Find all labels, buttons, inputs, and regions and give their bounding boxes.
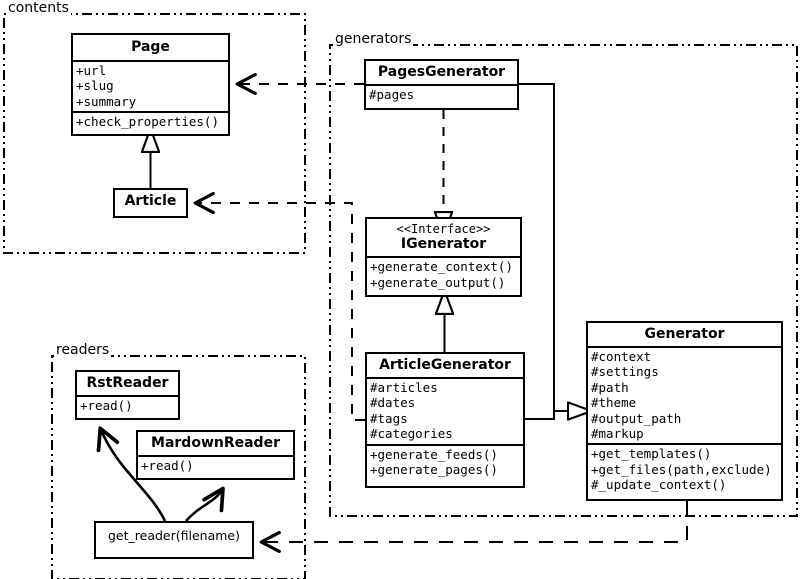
operation-row: +generate_output() <box>370 274 506 290</box>
class-title-article-generator: ArticleGenerator <box>379 357 511 373</box>
dependency-line-generator-get-reader <box>259 501 688 553</box>
operation-row: #_update_context() <box>591 477 727 493</box>
generalization-line-articlegenerator-generator <box>525 410 568 420</box>
operation-row: +read() <box>141 458 194 474</box>
class-title-page: Page <box>131 39 170 55</box>
class-box-rst-reader[interactable]: RstReader +read() <box>75 370 180 420</box>
class-title-igenerator: <<Interface>> IGenerator <box>367 219 520 256</box>
class-title-generator: Generator <box>644 326 725 342</box>
package-boundary-generators <box>329 44 798 517</box>
attribute-row: #tags <box>370 410 408 426</box>
class-title-mardown-reader: MardownReader <box>151 435 280 451</box>
dependency-line-articlegenerator-article <box>193 192 365 421</box>
package-label-readers: readers <box>54 342 112 358</box>
attribute-row: #settings <box>591 364 659 380</box>
attribute-row: #markup <box>591 425 644 441</box>
class-box-pages-generator[interactable]: PagesGenerator #pages <box>364 59 519 110</box>
attribute-row: +summary <box>76 93 137 109</box>
operation-row: +read() <box>80 398 133 414</box>
relation-pagesgenerator-extends-generator <box>519 83 568 411</box>
class-operations-mardown-reader: +read() <box>138 455 293 475</box>
class-attributes-pages-generator: #pages <box>366 84 517 104</box>
class-title-article: Article <box>124 193 177 209</box>
attribute-row: #pages <box>369 87 415 103</box>
function-box-get-reader[interactable]: get_reader(filename) <box>94 521 254 559</box>
relation-get-reader-returns-mardownreader <box>185 486 225 522</box>
operation-row: +generate_pages() <box>370 461 498 477</box>
package-boundary-readers <box>51 355 306 579</box>
class-operations-igenerator: +generate_context() +generate_output() <box>367 256 520 292</box>
generalization-line-pagesgenerator-generator <box>519 83 568 411</box>
package-label-contents: contents <box>6 0 71 16</box>
class-box-article[interactable]: Article <box>113 188 188 218</box>
class-title-pages-generator: PagesGenerator <box>377 64 506 80</box>
attribute-row: #context <box>591 349 652 365</box>
class-operations-rst-reader: +read() <box>77 395 178 415</box>
attribute-row: +url <box>76 63 107 79</box>
class-box-page[interactable]: Page +url +slug +summary +check_properti… <box>71 33 230 136</box>
class-stereotype-igenerator: <<Interface>> <box>396 222 491 236</box>
class-operations-article-generator: +generate_feeds() +generate_pages() <box>367 443 523 480</box>
association-curve-get-reader-rstreader <box>96 426 167 522</box>
package-label-generators: generators <box>333 31 414 47</box>
class-name-igenerator: IGenerator <box>400 236 487 253</box>
attribute-row: #path <box>591 379 629 395</box>
attribute-row: #articles <box>370 380 438 396</box>
relation-get-reader-returns-rstreader <box>96 426 167 522</box>
association-curve-get-reader-mardownreader <box>185 486 225 522</box>
class-attributes-article-generator: #articles #dates #tags #categories <box>367 377 523 444</box>
class-attributes-page: +url +slug +summary <box>73 60 228 111</box>
attribute-row: #categories <box>370 426 453 442</box>
attribute-row: #output_path <box>591 410 682 426</box>
package-boundary-contents <box>3 13 306 254</box>
class-title-rst-reader: RstReader <box>86 375 169 391</box>
attribute-row: +slug <box>76 78 114 94</box>
operation-row: +generate_feeds() <box>370 446 498 462</box>
class-box-igenerator[interactable]: <<Interface>> IGenerator +generate_conte… <box>365 217 522 297</box>
package-boundaries <box>3 13 798 579</box>
relation-articlegenerator-uses-article <box>193 192 365 421</box>
class-operations-page: +check_properties() <box>73 111 228 131</box>
operation-row: +check_properties() <box>76 114 219 130</box>
class-box-generator[interactable]: Generator #context #settings #path #them… <box>586 321 783 501</box>
attribute-row: #theme <box>591 395 637 411</box>
class-attributes-generator: #context #settings #path #theme #output_… <box>588 346 781 443</box>
relation-articlegenerator-extends-generator <box>525 410 568 420</box>
operation-row: +generate_context() <box>370 259 513 275</box>
attribute-row: #dates <box>370 395 416 411</box>
class-box-article-generator[interactable]: ArticleGenerator #articles #dates #tags … <box>365 352 525 488</box>
operation-row: +get_templates() <box>591 446 712 462</box>
class-box-mardown-reader[interactable]: MardownReader +read() <box>136 430 295 480</box>
class-operations-generator: +get_templates() +get_files(path,exclude… <box>588 443 781 494</box>
relation-generator-uses-get-reader <box>259 501 688 553</box>
operation-row: +get_files(path,exclude) <box>591 461 772 477</box>
function-label-get-reader: get_reader(filename) <box>108 528 240 543</box>
